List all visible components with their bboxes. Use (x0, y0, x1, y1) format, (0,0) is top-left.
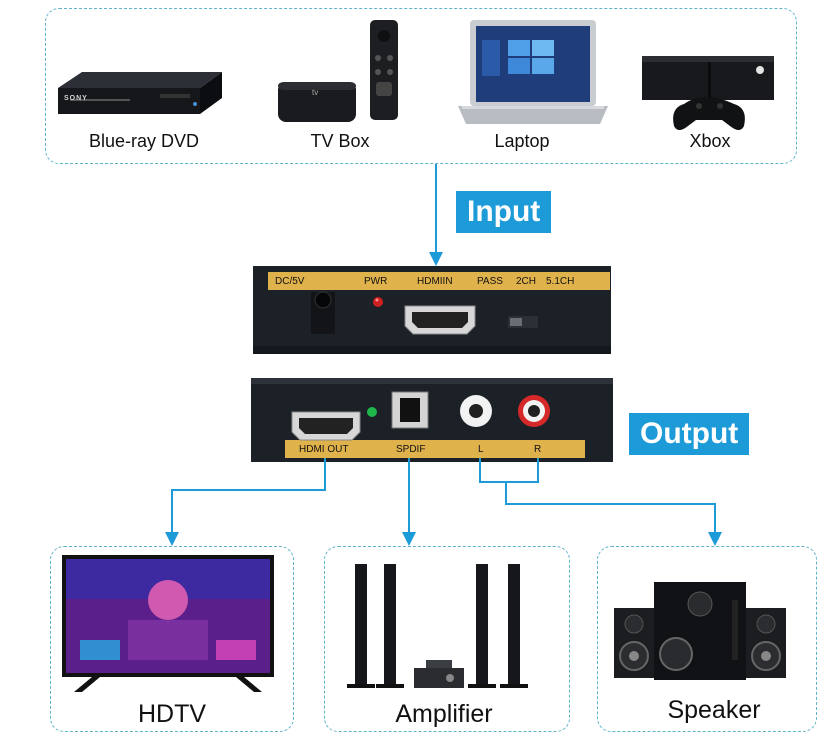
xbox-image (642, 56, 774, 130)
hdtv-label: HDTV (137, 700, 207, 728)
output-arrows (165, 458, 722, 546)
laptop-label: Laptop (494, 131, 550, 151)
right-label: R (534, 444, 542, 455)
pass-label: PASS (477, 276, 503, 287)
51ch-label: 5.1CH (546, 276, 575, 287)
amplifier-box (324, 546, 570, 732)
bluray-brand-logo: SONY (64, 95, 88, 102)
amplifier-label: Amplifier (395, 700, 493, 728)
dc-label: DC/5V (275, 276, 305, 287)
xbox-label: Xbox (689, 131, 731, 151)
tvbox-brand-logo: tv (312, 88, 319, 97)
2ch-label: 2CH (516, 276, 537, 287)
speaker-box (597, 546, 817, 732)
output-panel-device (251, 378, 613, 462)
left-label: L (478, 444, 484, 455)
speaker-label: Speaker (667, 696, 761, 724)
tvbox-label: TV Box (310, 131, 370, 151)
bluray-player-image (58, 72, 222, 114)
hdtv-image (62, 555, 274, 692)
input-panel-device (253, 266, 611, 354)
speaker-image (614, 582, 786, 680)
input-tag: Input (456, 191, 552, 233)
pwr-label: PWR (364, 276, 388, 287)
sources-box (45, 8, 797, 164)
hdtv-box (50, 546, 294, 732)
hdmi-out-label: HDMI OUT (299, 444, 349, 455)
hdmi-in-label: HDMIIN (417, 276, 453, 287)
tv-box-image (278, 20, 398, 122)
laptop-image (458, 20, 608, 124)
spdif-label: SPDIF (396, 444, 426, 455)
amplifier-image (347, 564, 528, 688)
input-arrow (429, 164, 443, 266)
bluray-label: Blue-ray DVD (88, 131, 200, 151)
output-tag: Output (629, 413, 750, 455)
